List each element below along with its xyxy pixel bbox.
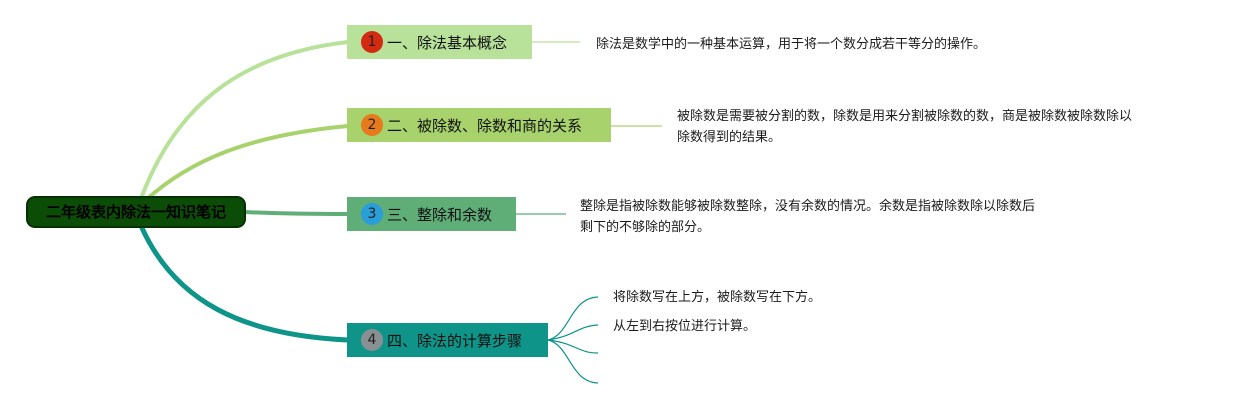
branch-node-1[interactable]: 1 一、除法基本概念 — [347, 25, 532, 59]
step-item-1: 将除数写在上方，被除数写在下方。 — [613, 290, 822, 305]
leader-step-3 — [547, 339, 599, 354]
branch-label-2: 二、被除数、除数和商的关系 — [387, 116, 583, 135]
number-badge-4: 4 — [361, 329, 383, 351]
step-item-2: 从左到右按位进行计算。 — [613, 319, 757, 334]
leader-step-4 — [547, 339, 599, 384]
branch-description-1: 除法是数学中的一种基本运算，用于将一个数分成若干等分的操作。 — [596, 34, 986, 55]
number-badge-1: 1 — [361, 31, 383, 53]
description-line: 除法是数学中的一种基本运算，用于将一个数分成若干等分的操作。 — [596, 37, 987, 52]
connector-branch-4 — [139, 225, 351, 343]
leader-step-1 — [547, 296, 599, 341]
number-badge-3: 3 — [361, 203, 383, 225]
root-node[interactable]: 二年级表内除法一知识笔记 — [26, 196, 246, 228]
leader-step-2 — [547, 324, 599, 341]
branch-description-2: 被除数是需要被分割的数，除数是用来分割被除数的数，商是被除数被除数除以 除数得到… — [677, 106, 1132, 148]
branch-description-3: 整除是指被除数能够被除数整除，没有余数的情况。余数是指被除数除以除数后 剩下的不… — [580, 196, 1035, 238]
branch-node-4[interactable]: 4 四、除法的计算步骤 — [347, 323, 548, 357]
connector-branch-2 — [144, 124, 350, 202]
description-line: 被除数是需要被分割的数，除数是用来分割被除数的数，商是被除数被除数除以 — [677, 109, 1133, 124]
description-line: 整除是指被除数能够被除数整除，没有余数的情况。余数是指被除数除以除数后 — [580, 199, 1036, 214]
number-badge-2: 2 — [361, 114, 383, 136]
branch-node-2[interactable]: 2 二、被除数、除数和商的关系 — [347, 108, 611, 142]
description-line: 除数得到的结果。 — [677, 130, 782, 145]
branch-label-3: 三、整除和余数 — [387, 205, 493, 224]
branch-node-3[interactable]: 3 三、整除和余数 — [347, 197, 516, 231]
branch-label-4: 四、除法的计算步骤 — [387, 331, 523, 350]
description-line: 剩下的不够除的部分。 — [580, 220, 711, 235]
connector-branch-1 — [140, 40, 350, 198]
connector-branch-3 — [242, 210, 350, 216]
branch-label-1: 一、除法基本概念 — [387, 33, 508, 52]
